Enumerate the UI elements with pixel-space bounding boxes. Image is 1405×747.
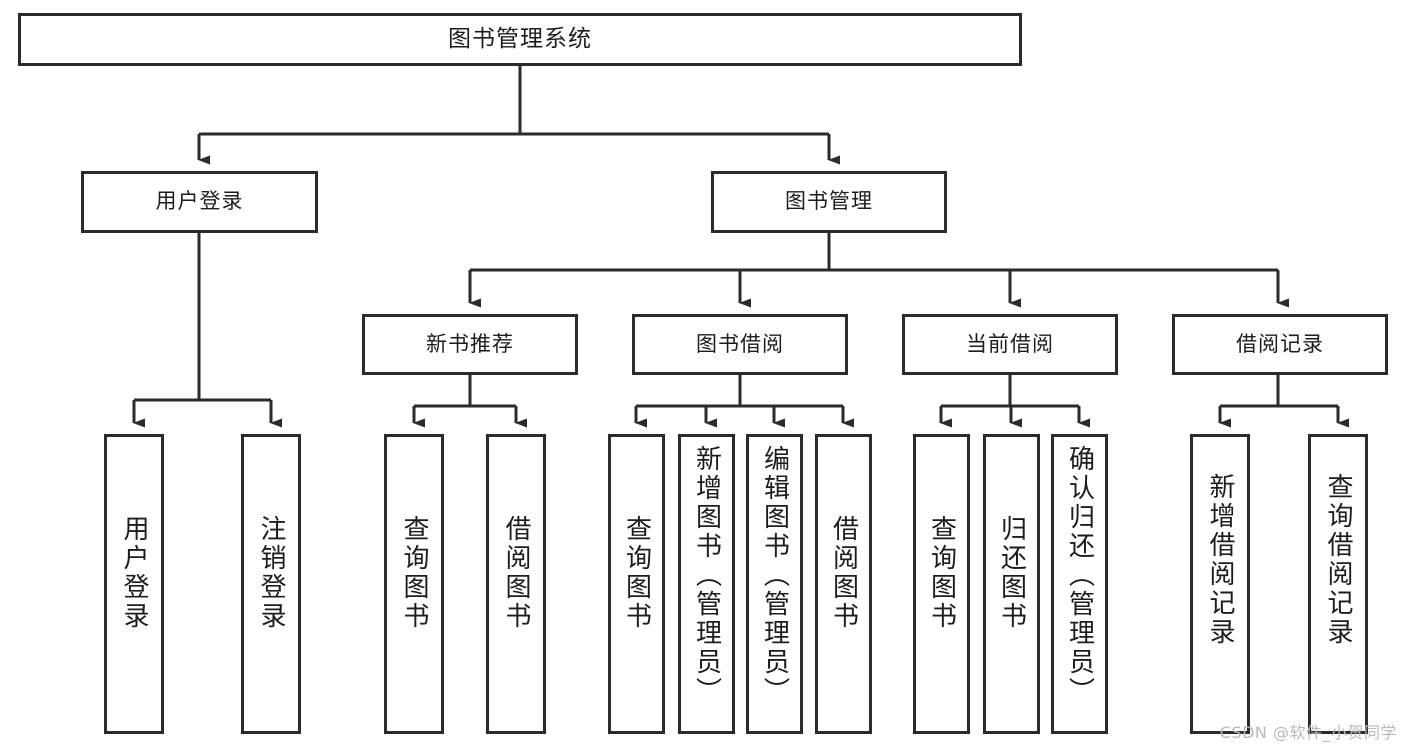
leaf-query-book-rec-label: 查询图书	[399, 515, 430, 631]
leaf-borrow-book[interactable]: 借阅图书	[815, 434, 872, 734]
node-new-book-recommend-label: 新书推荐	[426, 331, 514, 356]
leaf-edit-book-admin-label: 编辑图书（管理员）	[759, 445, 790, 706]
leaf-user-login[interactable]: 用户登录	[104, 434, 164, 734]
leaf-query-borrow-record-label: 查询借阅记录	[1323, 473, 1354, 647]
node-book-manage[interactable]: 图书管理	[711, 171, 947, 233]
node-borrow-record[interactable]: 借阅记录	[1172, 314, 1388, 375]
node-root-label: 图书管理系统	[448, 25, 592, 52]
leaf-query-book[interactable]: 查询图书	[608, 434, 665, 734]
leaf-query-book-cur[interactable]: 查询图书	[913, 434, 970, 734]
node-book-manage-label: 图书管理	[785, 189, 873, 214]
leaf-confirm-return[interactable]: 确认归还（管理员）	[1051, 434, 1108, 734]
node-root[interactable]: 图书管理系统	[18, 13, 1022, 66]
node-current-borrow[interactable]: 当前借阅	[902, 314, 1118, 375]
node-borrow-record-label: 借阅记录	[1236, 331, 1324, 356]
leaf-query-borrow-record[interactable]: 查询借阅记录	[1308, 434, 1368, 734]
leaf-query-book-cur-label: 查询图书	[926, 515, 957, 631]
leaf-logout-login[interactable]: 注销登录	[241, 434, 301, 734]
leaf-add-book-admin[interactable]: 新增图书（管理员）	[678, 434, 735, 734]
node-current-borrow-label: 当前借阅	[966, 331, 1054, 356]
leaf-add-borrow-record[interactable]: 新增借阅记录	[1190, 434, 1250, 734]
leaf-query-book-rec[interactable]: 查询图书	[384, 434, 444, 734]
leaf-add-borrow-record-label: 新增借阅记录	[1205, 473, 1236, 647]
node-new-book-recommend[interactable]: 新书推荐	[362, 314, 578, 375]
leaf-borrow-book-rec[interactable]: 借阅图书	[486, 434, 546, 734]
watermark-text: CSDN @软件_小贺同学	[1219, 723, 1397, 742]
leaf-edit-book-admin[interactable]: 编辑图书（管理员）	[746, 434, 803, 734]
node-user-login-label: 用户登录	[155, 189, 244, 214]
leaf-user-login-label: 用户登录	[119, 515, 150, 631]
leaf-return-book-label: 归还图书	[996, 515, 1027, 631]
leaf-borrow-book-rec-label: 借阅图书	[501, 515, 532, 631]
leaf-add-book-admin-label: 新增图书（管理员）	[691, 445, 722, 706]
leaf-logout-login-label: 注销登录	[256, 515, 287, 631]
leaf-confirm-return-label: 确认归还（管理员）	[1064, 445, 1095, 706]
leaf-return-book[interactable]: 归还图书	[983, 434, 1040, 734]
node-user-login[interactable]: 用户登录	[81, 171, 318, 233]
leaf-query-book-label: 查询图书	[621, 515, 652, 631]
node-book-borrow-label: 图书借阅	[696, 331, 784, 356]
node-book-borrow[interactable]: 图书借阅	[632, 314, 848, 375]
leaf-borrow-book-label: 借阅图书	[828, 515, 859, 631]
